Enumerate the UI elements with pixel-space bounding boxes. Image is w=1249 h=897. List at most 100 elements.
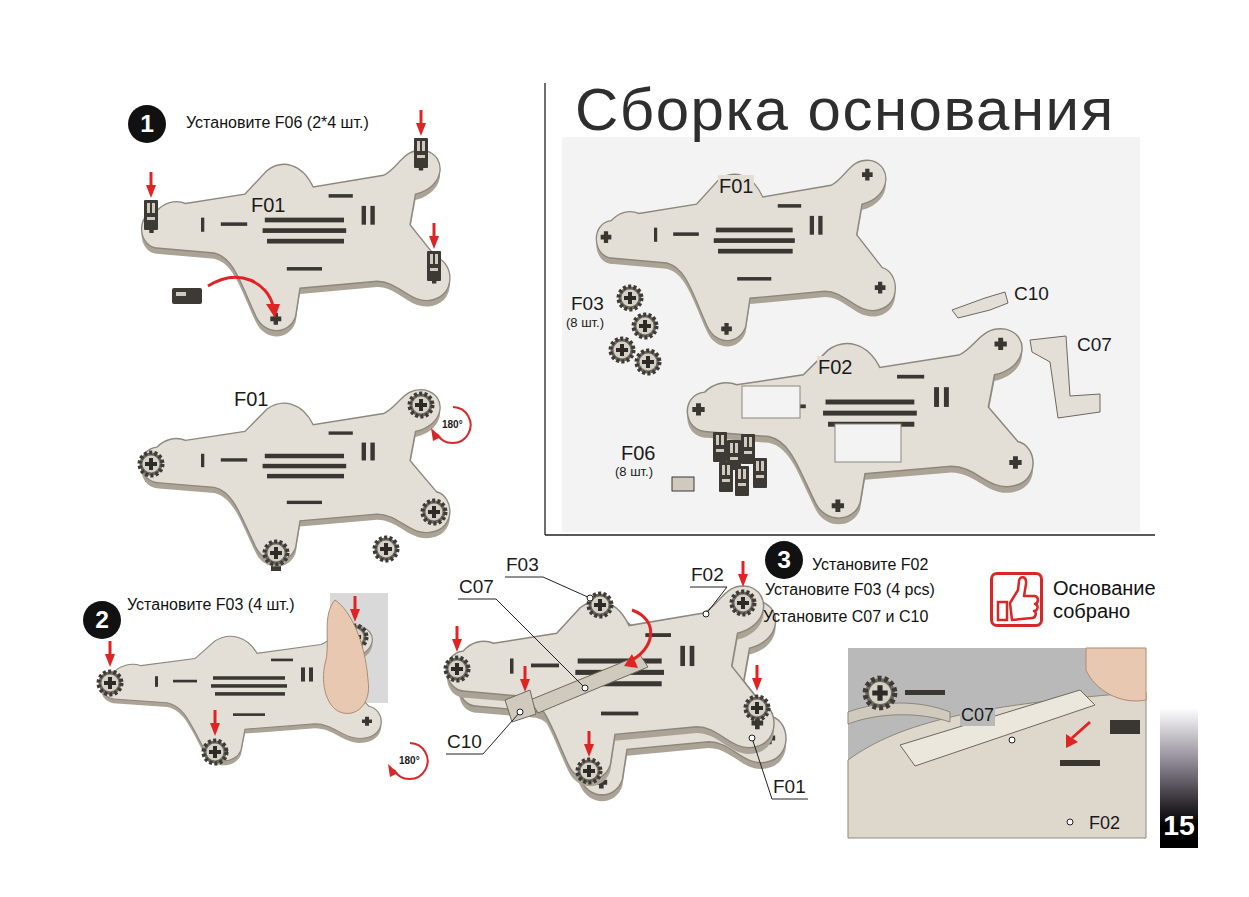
parts-photo-part bbox=[741, 434, 755, 464]
page-number-band: 15 bbox=[1160, 708, 1198, 848]
page-number: 15 bbox=[1160, 809, 1198, 842]
step1-photo-part bbox=[414, 138, 428, 168]
step1-photo-part bbox=[208, 277, 273, 306]
step-badge: 3Установите F02Установите F03 (4 pcs)Уст… bbox=[765, 541, 803, 579]
step3-photo-part bbox=[628, 610, 651, 662]
part-label: F02 bbox=[817, 356, 853, 378]
parts-photo-part bbox=[634, 315, 657, 338]
parts-photo bbox=[562, 137, 1140, 532]
callout-label: C07 bbox=[458, 577, 495, 598]
step2-photo bbox=[99, 593, 428, 779]
step3-photo-part bbox=[447, 586, 774, 786]
flipped-plate-photo-part bbox=[140, 453, 163, 476]
parts-photo-part bbox=[735, 466, 749, 496]
frame-line bbox=[545, 83, 1155, 535]
step1-photo-part bbox=[144, 200, 158, 230]
step1-photo-part bbox=[176, 292, 186, 296]
step1-photo-part bbox=[427, 251, 441, 281]
detail-photo-part bbox=[848, 692, 1146, 838]
callout-label: F03 bbox=[505, 555, 540, 576]
done-badge: Основание собрано bbox=[990, 572, 1043, 627]
callout-label: F02 bbox=[1088, 814, 1121, 834]
rotation-label: 180° bbox=[398, 755, 421, 766]
parts-photo-part bbox=[742, 386, 800, 418]
leader-line-part bbox=[752, 738, 808, 799]
part-label: F01 bbox=[250, 194, 286, 216]
parts-photo-part bbox=[952, 292, 1008, 318]
leader-dot-part bbox=[582, 685, 588, 691]
frame-line-part bbox=[545, 534, 1155, 535]
step1-photo-part bbox=[266, 304, 280, 318]
detail-photo-part bbox=[1110, 720, 1140, 734]
callout-label: C07 bbox=[960, 706, 995, 726]
callout-label: F02 bbox=[690, 565, 725, 586]
step3-photo-part bbox=[520, 666, 530, 692]
step3-photo-part bbox=[578, 760, 601, 783]
part-label: F01 bbox=[233, 388, 269, 410]
part-label: F06 bbox=[620, 442, 656, 464]
flipped-plate-photo-part bbox=[437, 407, 471, 443]
step1-photo-part bbox=[146, 172, 156, 198]
quantity-label: (8 шт.) bbox=[565, 316, 605, 330]
step-badge: 1Установите F06 (2*4 шт.) bbox=[128, 105, 166, 143]
detail-leader-part bbox=[1067, 819, 1073, 825]
step2-photo-part bbox=[204, 741, 227, 764]
step-instruction: Установите C07 и C10 bbox=[763, 608, 928, 626]
flipped-plate-photo-part bbox=[375, 538, 398, 561]
page-title: Сборка основания bbox=[575, 80, 1115, 140]
step2-photo-part bbox=[99, 672, 122, 695]
parts-photo-part bbox=[562, 137, 1140, 532]
step3-photo-part bbox=[624, 654, 638, 668]
leader-line-part bbox=[458, 599, 585, 688]
quantity-label: (8 шт.) bbox=[614, 465, 654, 479]
flipped-plate-photo-part bbox=[431, 428, 441, 441]
parts-photo-part bbox=[835, 424, 901, 462]
callout-label: C10 bbox=[446, 732, 483, 753]
thumbs-up-icon-part bbox=[998, 602, 1007, 620]
leader-line-part bbox=[446, 712, 520, 754]
parts-photo-part bbox=[672, 477, 694, 491]
frame-line-part bbox=[544, 83, 545, 535]
detail-photo-part bbox=[1086, 648, 1146, 701]
flipped-plate-photo bbox=[140, 390, 471, 571]
parts-photo-part bbox=[719, 462, 733, 492]
step3-photo bbox=[446, 561, 786, 801]
part-label: F03 bbox=[570, 294, 605, 315]
step-instruction: Установите F02 bbox=[812, 556, 928, 574]
step-badge: 2Установите F03 (4 шт.) bbox=[83, 601, 121, 639]
thumbs-up-icon bbox=[998, 577, 1038, 620]
flipped-plate-photo-part bbox=[423, 501, 446, 524]
step1-photo-part bbox=[142, 150, 450, 336]
step3-photo-part bbox=[732, 592, 755, 615]
step-instruction: Установите F03 (4 pcs) bbox=[765, 581, 935, 599]
step2-photo-part bbox=[324, 600, 369, 713]
node-text: 2 bbox=[83, 601, 121, 639]
step3-photo-part bbox=[505, 690, 536, 722]
parts-photo-part bbox=[753, 458, 767, 488]
leader-dot-part bbox=[703, 611, 709, 617]
node-text: 3 bbox=[765, 541, 803, 579]
detail-leader bbox=[1009, 737, 1073, 825]
step-instruction: Установите F06 (2*4 шт.) bbox=[186, 114, 369, 132]
step2-photo-part bbox=[394, 743, 428, 779]
step3-photo-part bbox=[530, 655, 648, 713]
rotation-label: 180° bbox=[441, 419, 464, 430]
detail-photo-part bbox=[848, 648, 1146, 838]
part-label: F01 bbox=[718, 175, 754, 197]
leader-dot-part bbox=[749, 735, 755, 741]
step1-photo-part bbox=[429, 223, 439, 249]
step3-photo-part bbox=[446, 658, 469, 681]
flipped-plate-photo-part bbox=[265, 542, 288, 565]
done-text: Основание собрано bbox=[1053, 577, 1183, 623]
detail-photo-part bbox=[900, 690, 1095, 766]
step3-photo-part bbox=[746, 697, 769, 720]
step1-photo-part bbox=[172, 288, 202, 304]
step2-photo-part bbox=[388, 764, 398, 777]
parts-photo-part bbox=[687, 329, 1033, 525]
detail-photo-part bbox=[1060, 760, 1100, 766]
flipped-plate-photo-part bbox=[142, 390, 450, 567]
step3-photo-part bbox=[752, 665, 762, 691]
detail-photo-part bbox=[1072, 722, 1090, 738]
step3-photo-part bbox=[452, 626, 462, 652]
